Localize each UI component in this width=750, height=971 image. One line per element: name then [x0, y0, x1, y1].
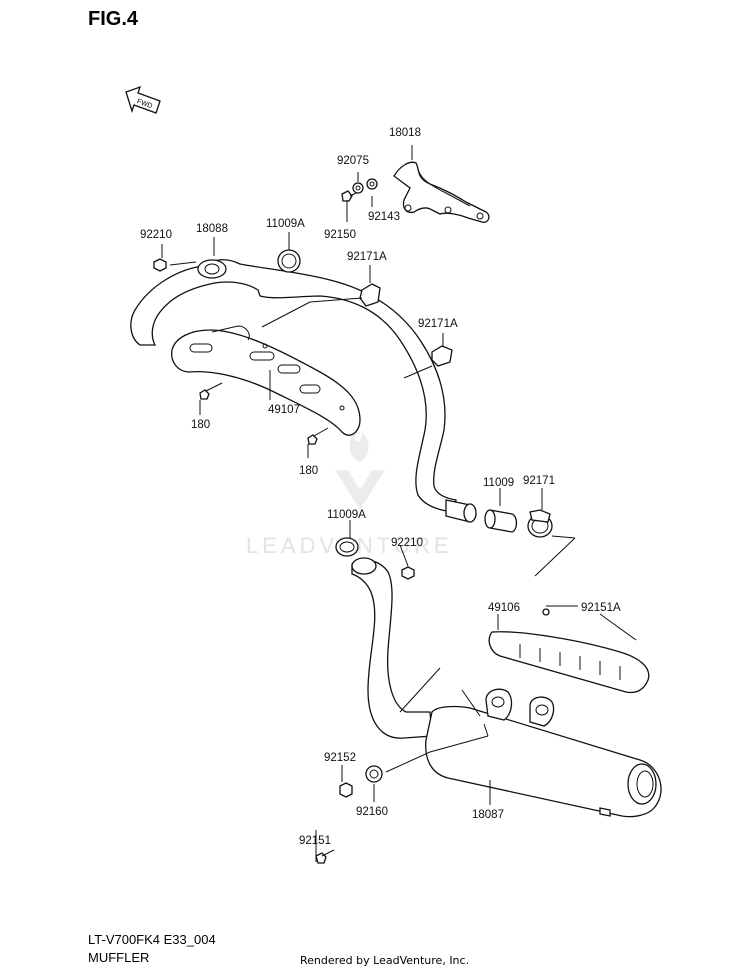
- exhaust-pipe-18088: [130, 259, 477, 523]
- label-92143: 92143: [368, 211, 400, 223]
- clip-92171a-upper: [359, 283, 381, 307]
- label-92151: 92151: [299, 835, 331, 847]
- label-92171a-lower: 92171A: [418, 318, 458, 330]
- washer-92075: [352, 182, 364, 194]
- label-11009a-upper: 11009A: [266, 218, 305, 230]
- heat-shield-49107: [171, 325, 361, 436]
- muffler-18087: [351, 557, 662, 818]
- gasket-11009a-lower: [335, 537, 359, 557]
- figure-title: FIG.4: [88, 8, 139, 30]
- label-49107: 49107: [268, 404, 300, 416]
- label-180-left: 180: [191, 419, 210, 431]
- gasket-11009a-upper: [277, 249, 301, 273]
- render-credit: Rendered by LeadVenture, Inc.: [300, 954, 470, 967]
- forward-arrow-icon: FWD: [125, 85, 161, 114]
- clamp-92171: [527, 509, 553, 538]
- bolt-180-right: [307, 427, 329, 445]
- bolt-180-left: [199, 382, 223, 400]
- leader-lines: [161, 145, 637, 862]
- nut-92143: [366, 178, 378, 190]
- sleeve-11009: [484, 509, 518, 533]
- label-92210-upper: 92210: [140, 229, 172, 241]
- label-92171: 92171: [523, 475, 555, 487]
- label-92210-lower: 92210: [391, 537, 423, 549]
- label-18088: 18088: [196, 223, 228, 235]
- grommet-92160: [365, 765, 383, 783]
- label-92152: 92152: [324, 752, 356, 764]
- label-49106: 49106: [488, 602, 520, 614]
- collar-92152: [339, 782, 353, 798]
- bolt-92151: [315, 849, 335, 864]
- label-18087: 18087: [472, 809, 504, 821]
- label-92171a-upper: 92171A: [347, 251, 387, 263]
- label-92151a: 92151A: [581, 602, 621, 614]
- nut-92210-lower: [401, 566, 415, 580]
- label-18018: 18018: [389, 127, 421, 139]
- nut-92210-upper: [153, 258, 167, 272]
- diagram-name: MUFFLER: [88, 950, 150, 965]
- label-92160: 92160: [356, 806, 388, 818]
- bracket-18018: [393, 161, 490, 223]
- label-180-right: 180: [299, 465, 318, 477]
- label-11009a-lower: 11009A: [327, 509, 366, 521]
- heat-shield-49106: [488, 608, 650, 694]
- label-92150: 92150: [324, 229, 356, 241]
- label-11009: 11009: [483, 477, 514, 489]
- diagram-code: LT-V700FK4 E33_004: [88, 932, 216, 947]
- part-labels: 18018 92075 92143 92150 92210 18088 1100…: [140, 127, 621, 847]
- clip-92171a-lower: [431, 345, 453, 367]
- label-92075: 92075: [337, 155, 369, 167]
